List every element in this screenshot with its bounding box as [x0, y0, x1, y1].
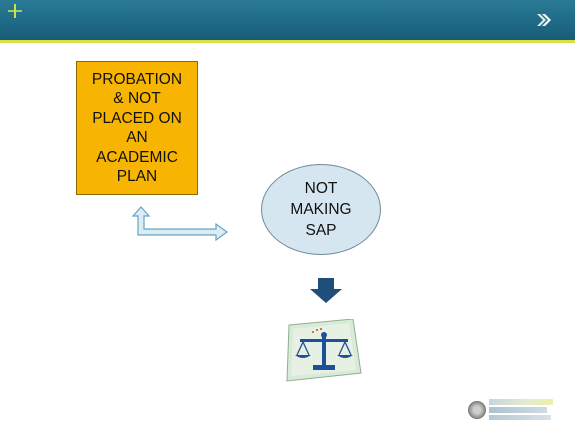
down-arrow-icon [310, 278, 342, 303]
logo-line [489, 399, 553, 405]
header-underline [0, 40, 575, 43]
logo-line [489, 415, 551, 420]
sparkle-icon-horizontal [8, 10, 22, 12]
slide-header-bar [0, 0, 575, 40]
left-right-up-arrow-icon [131, 206, 229, 241]
not-making-sap-ellipse: NOT MAKING SAP [261, 164, 381, 255]
balance-scales-icon [286, 319, 362, 382]
probation-box-text: PROBATION & NOT PLACED ON AN ACADEMIC PL… [91, 70, 183, 186]
federal-student-aid-logo [468, 397, 558, 423]
not-making-sap-text: NOT MAKING SAP [290, 180, 352, 239]
double-chevron-right-icon [537, 14, 551, 26]
probation-box: PROBATION & NOT PLACED ON AN ACADEMIC PL… [76, 61, 198, 195]
logo-line [489, 407, 547, 413]
department-seal-icon [468, 401, 486, 419]
